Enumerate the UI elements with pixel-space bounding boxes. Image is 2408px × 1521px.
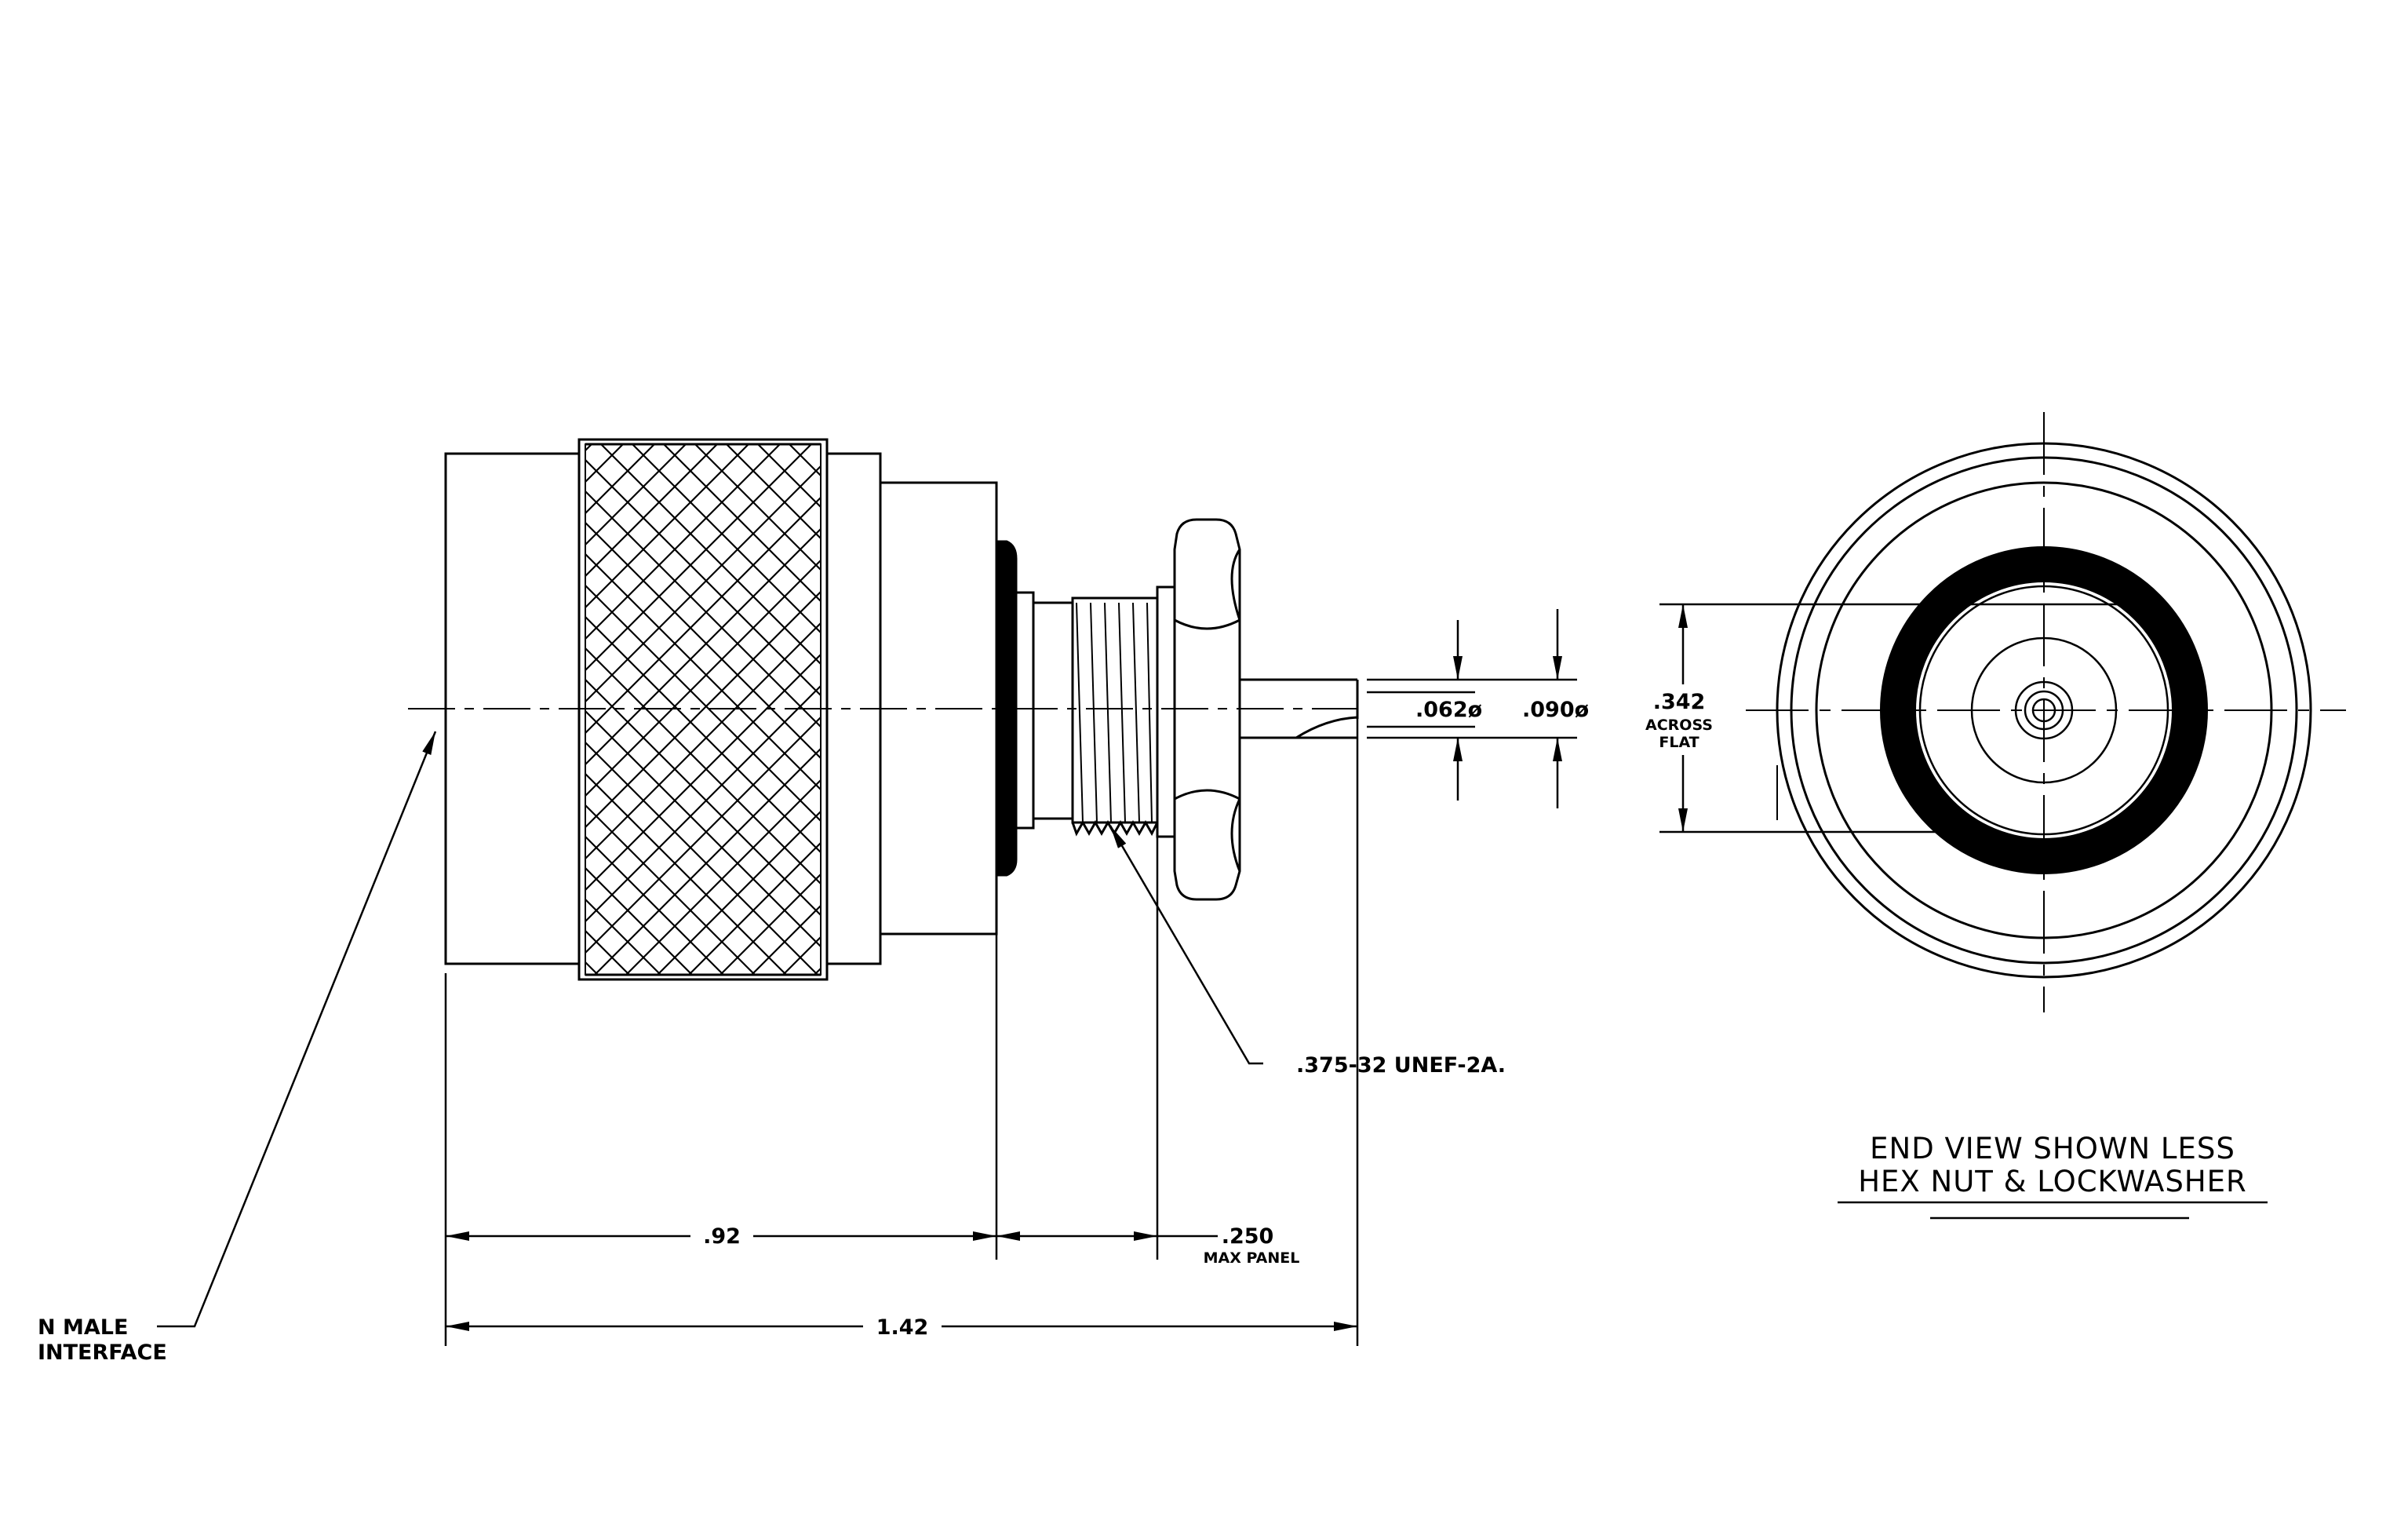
- panel-thickness-value: .250: [1222, 1224, 1274, 1249]
- panel-thickness-note: MAX PANEL: [1204, 1249, 1300, 1267]
- threaded-section: [1032, 585, 1176, 838]
- interface-label-line1: N MALE: [38, 1315, 128, 1340]
- hex-nut: [1173, 518, 1241, 901]
- overall-length-label: 1.42: [876, 1315, 929, 1340]
- interface-label-line2: INTERFACE: [38, 1340, 167, 1365]
- contact-tail: [1240, 678, 1359, 739]
- across-flat-label-line1: ACROSS: [1645, 717, 1713, 734]
- gasket: [995, 540, 1018, 877]
- diameter-callouts: [1367, 609, 1577, 808]
- across-flat-label-line2: FLAT: [1659, 734, 1699, 751]
- end-view: [1659, 412, 2346, 1220]
- across-flat-value: .342: [1653, 690, 1706, 714]
- body-length-label: .92: [703, 1224, 741, 1249]
- end-view-note-line1: END VIEW SHOWN LESS: [1870, 1132, 2235, 1165]
- dielectric-diameter-label: .090ø: [1522, 698, 1589, 722]
- dimension-lines: [157, 719, 1359, 1346]
- knurled-coupling-nut: [577, 438, 829, 981]
- side-view: [408, 438, 1359, 981]
- pin-diameter-label: .062ø: [1415, 698, 1482, 722]
- end-view-note-line2: HEX NUT & LOCKWASHER: [1858, 1165, 2247, 1198]
- thread-callout: .375-32 UNEF-2A.: [1296, 1053, 1506, 1078]
